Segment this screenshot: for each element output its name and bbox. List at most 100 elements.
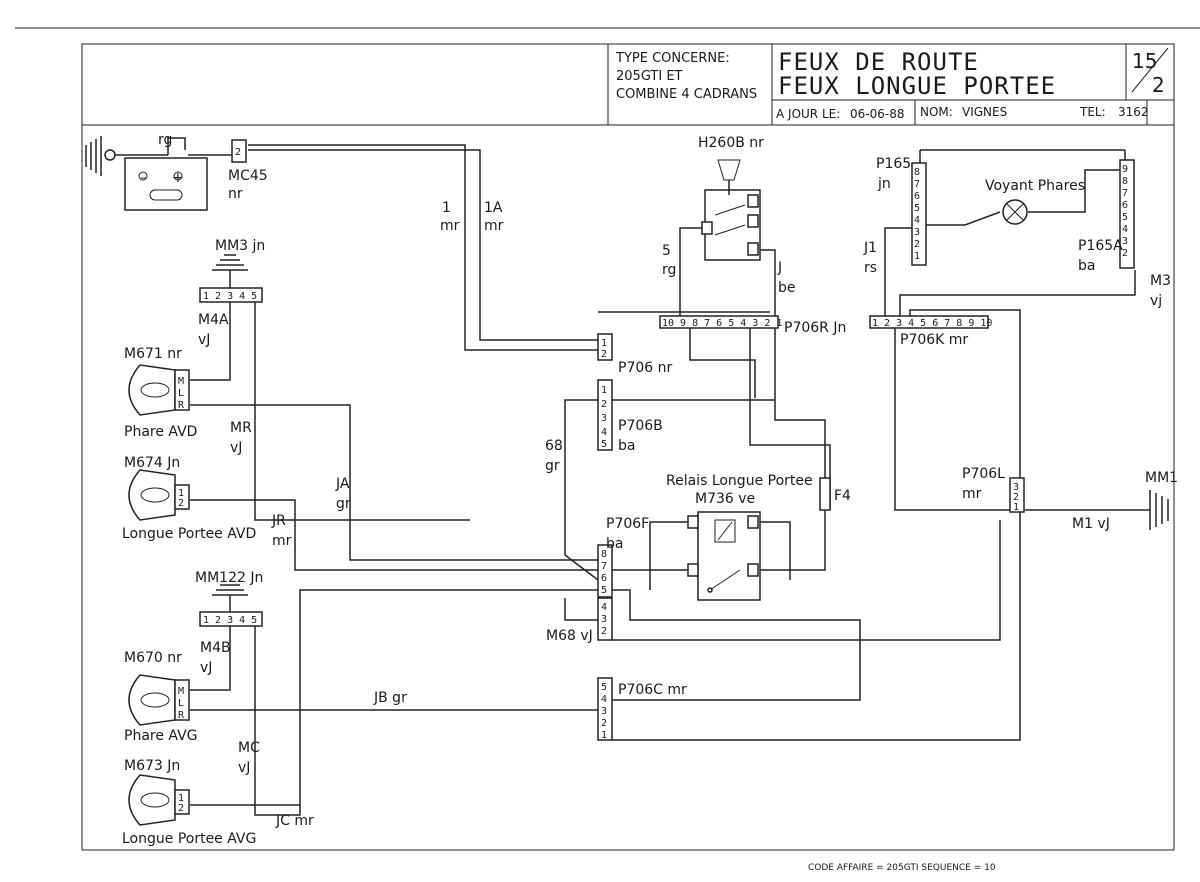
- label-p706l: P706L: [962, 466, 1005, 482]
- type-model: 205GTI ET: [616, 69, 683, 84]
- label-wire-1: 1: [442, 200, 451, 216]
- headlamp-m670: M L R: [128, 674, 190, 726]
- svg-text:4: 4: [601, 427, 607, 438]
- svg-text:2: 2: [178, 498, 184, 509]
- page-number: 15: [1132, 49, 1157, 73]
- connector-m68: 4 3 2: [597, 597, 613, 641]
- svg-text:5: 5: [601, 439, 607, 450]
- label-lp-avd: Longue Portee AVD: [122, 526, 256, 542]
- label-wire-68-color: gr: [545, 458, 560, 474]
- svg-text:5: 5: [914, 203, 920, 214]
- svg-text:6: 6: [914, 191, 920, 202]
- label-m4b-color: vJ: [200, 660, 212, 676]
- headlamp-m673: 1 2: [128, 774, 190, 826]
- label-p706f-color: ba: [606, 536, 623, 552]
- label-wire-j: J: [777, 260, 782, 276]
- label-wire-mc: MC: [238, 740, 260, 756]
- svg-text:8: 8: [1122, 176, 1128, 187]
- label-wire-mr: MR: [230, 420, 252, 436]
- svg-text:+: +: [172, 170, 184, 186]
- label-wire-5: 5: [662, 243, 671, 259]
- svg-text:10 9 8 7 6 5 4 3 2 1: 10 9 8 7 6 5 4 3 2 1: [662, 318, 782, 329]
- tel-value: 3162: [1118, 105, 1149, 119]
- ground-symbol-mm1: [1149, 490, 1169, 530]
- svg-text:2: 2: [1122, 248, 1128, 259]
- label-mm1: MM1: [1145, 470, 1178, 486]
- connector-p706c: 5 4 3 2 1: [597, 677, 613, 741]
- label-wire-jr: JR: [271, 513, 286, 529]
- wires: [110, 137, 1150, 816]
- ground-mm122: 1 2 3 4 5: [199, 584, 263, 627]
- label-mc45-color: nr: [228, 186, 243, 202]
- svg-text:5: 5: [601, 682, 607, 693]
- title-line-2: FEUX LONGUE PORTEE: [778, 72, 1056, 100]
- label-battery-wire: rg: [158, 132, 172, 148]
- footer-code: CODE AFFAIRE = 205GTI SEQUENCE = 10: [808, 863, 996, 873]
- label-mm122: MM122 Jn: [195, 570, 263, 586]
- svg-text:8: 8: [914, 167, 920, 178]
- svg-text:1 2 3 4 5 6 7 8 9 10: 1 2 3 4 5 6 7 8 9 10: [872, 318, 992, 329]
- svg-text:1: 1: [1013, 502, 1019, 513]
- label-m736: M736 ve: [695, 491, 755, 507]
- label-p706c: P706C mr: [618, 682, 687, 698]
- relay-m736: [687, 511, 761, 601]
- label-mm3: MM3 jn: [215, 238, 265, 254]
- type-combine: COMBINE 4 CADRANS: [616, 87, 757, 102]
- svg-text:5: 5: [1122, 212, 1128, 223]
- name-value: VIGNES: [962, 105, 1007, 119]
- label-wire-68: 68: [545, 438, 563, 454]
- page-total: 2: [1152, 73, 1165, 97]
- label-wire-m3: M3: [1150, 273, 1171, 289]
- label-phare-avd: Phare AVD: [124, 424, 197, 440]
- label-f4: F4: [834, 488, 851, 504]
- svg-text:3: 3: [1122, 236, 1128, 247]
- svg-text:7: 7: [914, 179, 920, 190]
- label-wire-ja-color: gr: [336, 496, 351, 512]
- connector-p706r: 10 9 8 7 6 5 4 3 2 1: [659, 315, 782, 329]
- label-mc45: MC45: [228, 168, 268, 184]
- svg-text:–: –: [140, 170, 147, 186]
- svg-text:2: 2: [178, 803, 184, 814]
- date-value: 06-06-88: [850, 107, 904, 121]
- label-wire-ja: JA: [335, 476, 350, 492]
- svg-text:2: 2: [914, 239, 920, 250]
- label-voyant-phares: Voyant Phares: [985, 178, 1085, 194]
- svg-text:4: 4: [601, 602, 607, 613]
- title-line-1: FEUX DE ROUTE: [778, 48, 979, 76]
- label-relais: Relais Longue Portee: [666, 473, 813, 489]
- ground-mm3: 1 2 3 4 5: [199, 254, 263, 303]
- label-m671: M671 nr: [124, 346, 182, 362]
- svg-text:3: 3: [601, 706, 607, 717]
- label-wire-j1-color: rs: [864, 260, 877, 276]
- indicator-lamp-icon: [1002, 199, 1028, 225]
- diagram-frame: [81, 43, 1175, 851]
- label-p165: P165: [876, 156, 911, 172]
- label-m4b: M4B: [200, 640, 231, 656]
- svg-text:L: L: [178, 698, 184, 709]
- date-label: A JOUR LE:: [776, 107, 840, 121]
- svg-text:4: 4: [601, 694, 607, 705]
- label-p165a: P165A: [1078, 238, 1123, 254]
- label-wire-jb: JB gr: [373, 690, 407, 706]
- label-h260b: H260B nr: [698, 135, 764, 151]
- svg-text:2: 2: [1013, 492, 1019, 503]
- svg-text:8: 8: [601, 549, 607, 560]
- svg-text:2: 2: [235, 147, 241, 158]
- title-block: TYPE CONCERNE: 205GTI ET COMBINE 4 CADRA…: [82, 44, 1174, 126]
- label-wire-mr-color: vJ: [230, 440, 242, 456]
- label-wire-jr-color: mr: [272, 533, 292, 549]
- label-m1: M1 vJ: [1072, 516, 1110, 532]
- label-m674: M674 Jn: [124, 455, 180, 471]
- headlamp-m674: 1 2: [128, 469, 190, 521]
- svg-text:4: 4: [914, 215, 920, 226]
- svg-text:M: M: [178, 686, 184, 697]
- svg-text:1: 1: [914, 251, 920, 262]
- label-m673: M673 Jn: [124, 758, 180, 774]
- switch-h260b: [701, 159, 761, 261]
- svg-text:3: 3: [914, 227, 920, 238]
- label-wire-jc: JC mr: [275, 813, 314, 829]
- svg-text:2: 2: [601, 399, 607, 410]
- svg-text:2: 2: [601, 626, 607, 637]
- label-p706f: P706F: [606, 516, 649, 532]
